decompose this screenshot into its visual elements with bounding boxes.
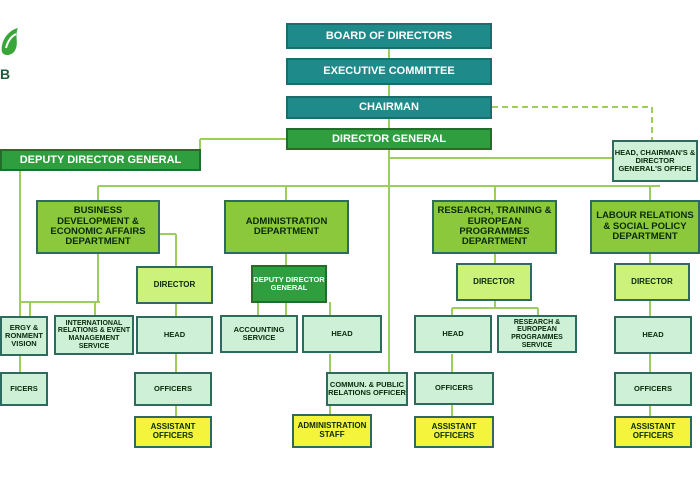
- chairman-box: CHAIRMAN: [286, 96, 492, 119]
- board-of-directors-box: BOARD OF DIRECTORS: [286, 23, 492, 49]
- director-general-box: DIRECTOR GENERAL: [286, 128, 492, 150]
- rt-head-box: HEAD: [414, 315, 492, 353]
- administration-department-box: ADMINISTRATION DEPARTMENT: [224, 200, 349, 254]
- accounting-service-box: ACCOUNTING SERVICE: [220, 315, 298, 353]
- research-european-programmes-service-box: RESEARCH & EUROPEAN PROGRAMMES SERVICE: [497, 315, 577, 353]
- research-training-department-box: RESEARCH, TRAINING & EUROPEAN PROGRAMMES…: [432, 200, 557, 254]
- administration-staff-box: ADMINISTRATION STAFF: [292, 414, 372, 448]
- rt-director-box: DIRECTOR: [456, 263, 532, 301]
- executive-committee-box: EXECUTIVE COMMITTEE: [286, 58, 492, 85]
- rt-officers-box: OFFICERS: [414, 372, 494, 405]
- bd-assistant-officers-box: ASSISTANT OFFICERS: [134, 416, 212, 448]
- admin-deputy-director-general-box: DEPUTY DIRECTOR GENERAL: [251, 265, 327, 303]
- commun-public-relations-officer-box: COMMUN. & PUBLIC RELATIONS OFFICER: [326, 372, 408, 406]
- logo-icon: B: [0, 28, 19, 82]
- bd-officers-box: OFFICERS: [134, 372, 212, 406]
- international-relations-service-box: INTERNATIONAL RELATIONS & EVENT MANAGEME…: [54, 315, 134, 355]
- rt-assistant-officers-box: ASSISTANT OFFICERS: [414, 416, 494, 448]
- left-officers-box: FICERS: [0, 372, 48, 406]
- energy-environment-division-box: ERGY & RONMENT VISION: [0, 316, 48, 356]
- bd-director-box: DIRECTOR: [136, 266, 213, 304]
- business-development-department-box: BUSINESS DEVELOPMENT & ECONOMIC AFFAIRS …: [36, 200, 160, 254]
- lr-officers-box: OFFICERS: [614, 372, 692, 406]
- logo-text: B: [0, 66, 10, 82]
- deputy-director-general-box: DEPUTY DIRECTOR GENERAL: [0, 149, 201, 171]
- bd-head-box: HEAD: [136, 316, 213, 354]
- lr-assistant-officers-box: ASSISTANT OFFICERS: [614, 416, 692, 448]
- lr-director-box: DIRECTOR: [614, 263, 690, 301]
- labour-relations-department-box: LABOUR RELATIONS & SOCIAL POLICY DEPARTM…: [590, 200, 700, 254]
- admin-head-box: HEAD: [302, 315, 382, 353]
- lr-head-box: HEAD: [614, 316, 692, 354]
- head-chairmans-office-box: HEAD, CHAIRMAN'S & DIRECTOR GENERAL'S OF…: [612, 140, 698, 182]
